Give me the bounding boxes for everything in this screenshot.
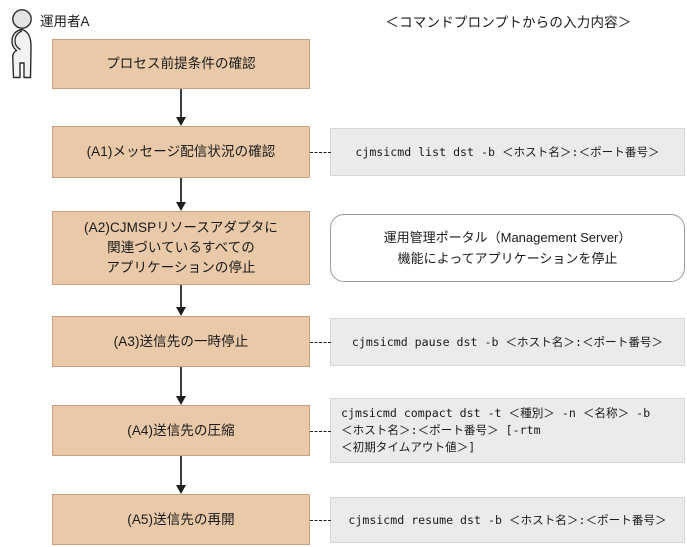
process-box-a1-label: (A1)メッセージ配信状況の確認 — [86, 144, 276, 159]
command-box-a5: cjmsicmd resume dst -b ＜ホスト名＞:＜ポート番号＞ — [330, 497, 685, 543]
actor-label: 運用者A — [40, 14, 90, 29]
command-box-a1: cjmsicmd list dst -b ＜ホスト名＞:＜ポート番号＞ — [330, 128, 685, 176]
command-box-a4-text: cjmsicmd compact dst -t ＜種別＞ -n ＜名称＞ -b … — [341, 406, 651, 454]
command-box-a3-text: cjmsicmd pause dst -b ＜ホスト名＞:＜ポート番号＞ — [351, 334, 664, 349]
process-box-a1[interactable]: (A1)メッセージ配信状況の確認 — [52, 126, 310, 178]
process-box-a2-label: (A2)CJMSPリソースアダプタに 関連づいているすべての アプリケーションの… — [84, 220, 278, 275]
dashed-connector-a3 — [310, 342, 331, 343]
process-box-a5[interactable]: (A5)送信先の再開 — [52, 494, 310, 545]
command-box-a1-text: cjmsicmd list dst -b ＜ホスト名＞:＜ポート番号＞ — [355, 144, 660, 159]
process-box-a4[interactable]: (A4)送信先の圧縮 — [52, 405, 310, 456]
process-box-a5-label: (A5)送信先の再開 — [127, 511, 235, 527]
command-box-a4: cjmsicmd compact dst -t ＜種別＞ -n ＜名称＞ -b … — [330, 398, 685, 463]
command-box-a3: cjmsicmd pause dst -b ＜ホスト名＞:＜ポート番号＞ — [330, 318, 685, 366]
process-box-start-label: プロセス前提条件の確認 — [106, 56, 256, 71]
actor-person-icon — [2, 8, 44, 82]
process-box-a4-label: (A4)送信先の圧縮 — [127, 422, 235, 438]
dashed-connector-a5 — [310, 520, 331, 521]
process-box-a2[interactable]: (A2)CJMSPリソースアダプタに 関連づいているすべての アプリケーションの… — [52, 211, 310, 285]
dashed-connector-a4 — [310, 431, 331, 432]
note-box-a2-text: 運用管理ポータル（Management Server） 機能によってアプリケーシ… — [383, 230, 632, 266]
process-box-a3-label: (A3)送信先の一時停止 — [113, 333, 249, 349]
commands-column-header: ＜コマンドプロンプトからの入力内容＞ — [385, 15, 632, 30]
command-box-a5-text: cjmsicmd resume dst -b ＜ホスト名＞:＜ポート番号＞ — [348, 512, 667, 527]
note-box-a2: 運用管理ポータル（Management Server） 機能によってアプリケーシ… — [330, 214, 685, 282]
process-box-a3[interactable]: (A3)送信先の一時停止 — [52, 316, 310, 367]
dashed-connector-a1 — [310, 152, 331, 153]
process-box-start[interactable]: プロセス前提条件の確認 — [52, 39, 310, 89]
